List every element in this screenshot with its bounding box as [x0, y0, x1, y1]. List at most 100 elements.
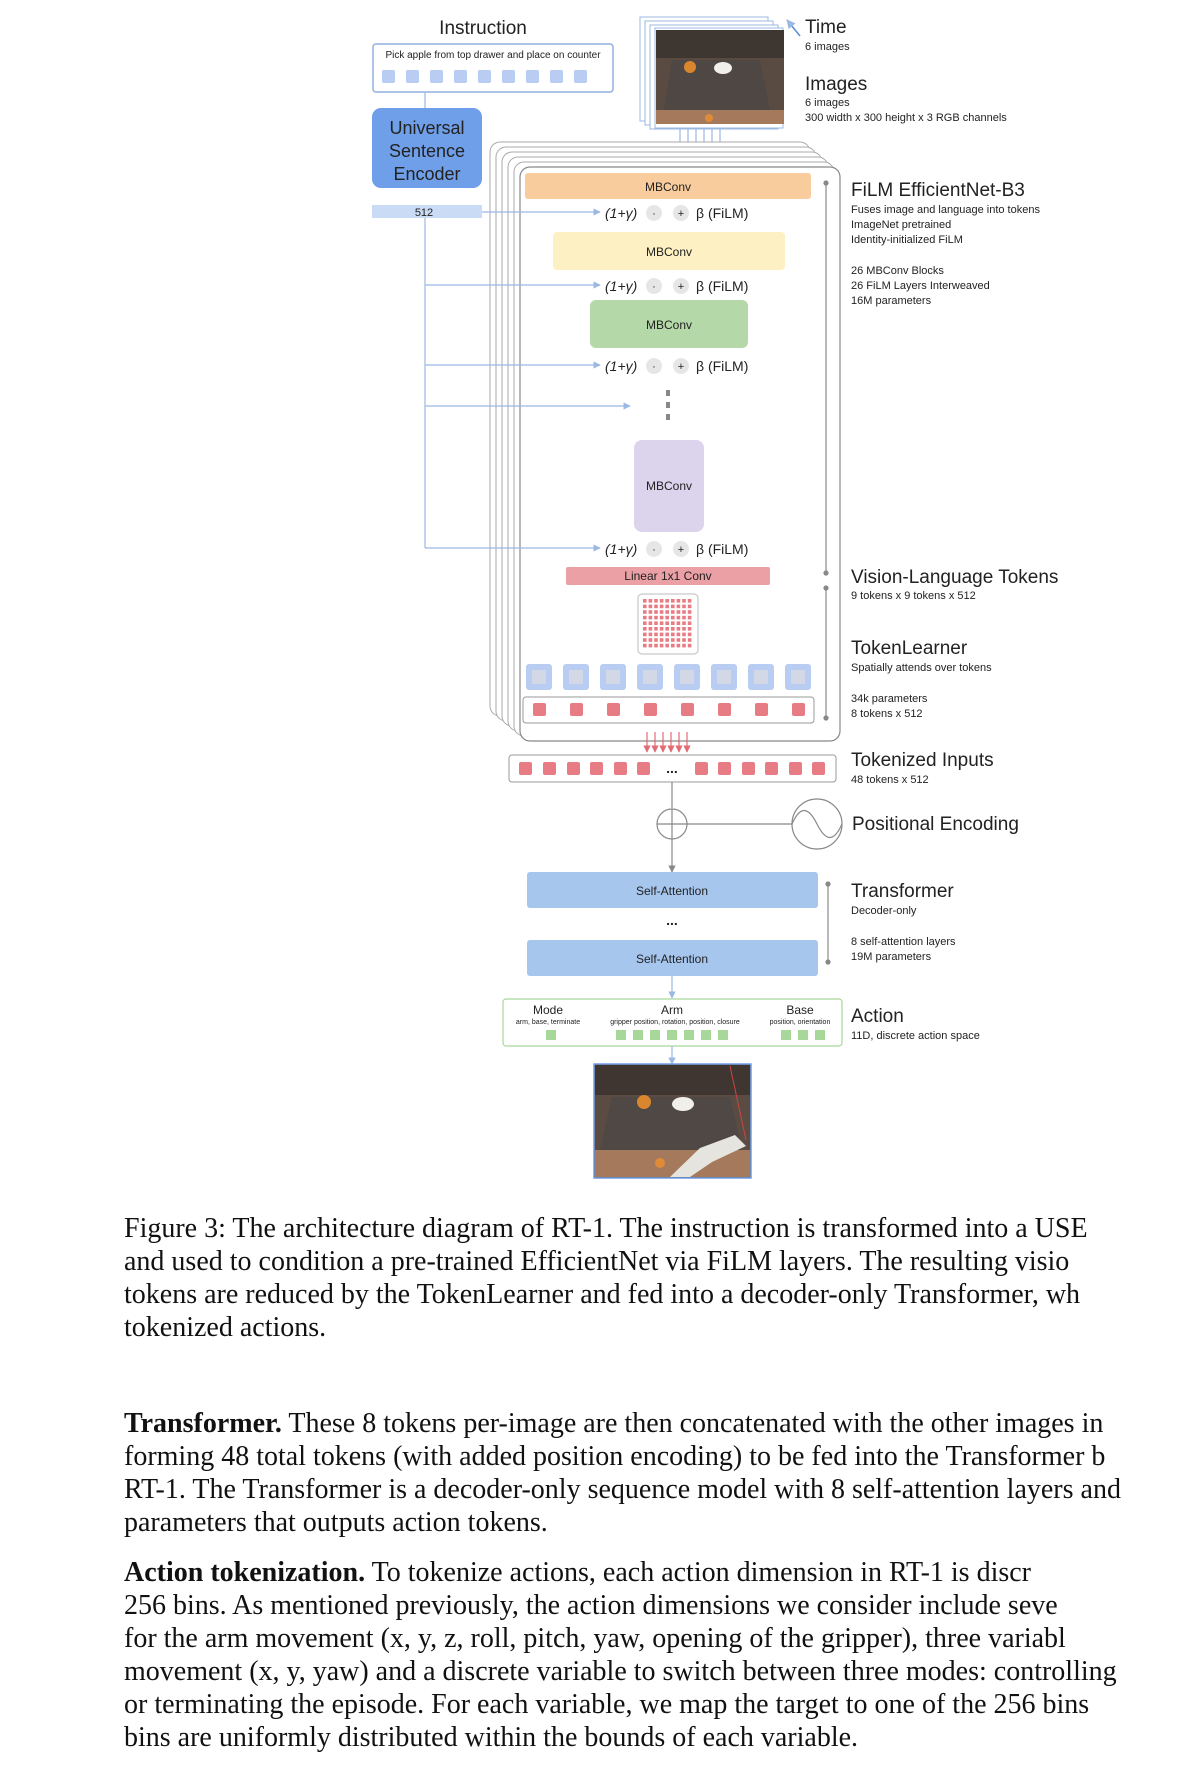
tokenized-inputs-ellipsis: ...	[666, 760, 678, 776]
svg-text:(1+γ): (1+γ)	[605, 358, 637, 374]
vl-token-cell	[682, 627, 686, 631]
vl-token-cell	[665, 599, 669, 603]
tokenlearner-line1: Spatially attends over tokens	[851, 662, 992, 674]
token-grid-dots	[643, 599, 692, 648]
vl-token-cell	[648, 638, 653, 642]
mbconv-block-3	[590, 300, 748, 348]
linear-1x1-conv	[566, 567, 770, 585]
vl-token-cell	[665, 615, 669, 620]
images-sub1: 6 images	[805, 97, 850, 109]
vl-token-cell	[676, 632, 681, 637]
vl-token-cell	[676, 599, 681, 603]
use-label-line2: Sentence	[389, 141, 465, 161]
use-embedding-bar	[372, 205, 482, 218]
vl-token-cell	[665, 638, 669, 642]
vl-token-cell	[648, 599, 653, 603]
vl-token-cell	[665, 621, 669, 625]
action-tokenization-paragraph: Action tokenization. To tokenize actions…	[124, 1556, 1178, 1754]
action-sub: 11D, discrete action space	[851, 1030, 980, 1042]
mbconv-block-1	[525, 173, 811, 199]
vl-token-cell	[643, 632, 647, 637]
positional-encoding-label: Positional Encoding	[852, 814, 1019, 835]
paragraph-heading: Action tokenization.	[124, 1557, 366, 1588]
vl-token-cell	[665, 643, 669, 648]
svg-text:+: +	[678, 544, 684, 556]
vl-token-cell	[654, 621, 658, 625]
transformer-line1: Decoder-only	[851, 905, 917, 917]
paragraph-text: forming 48 total tokens (with added posi…	[124, 1441, 1106, 1472]
vl-tokens-sub: 9 tokens x 9 tokens x 512	[851, 590, 976, 602]
tokenized-input-tokens	[519, 762, 825, 775]
mbconv-ellipsis	[666, 390, 670, 420]
vl-token-cell	[671, 643, 675, 648]
vl-token-cell	[654, 615, 658, 620]
svg-text:+: +	[678, 361, 684, 373]
paragraph-text: parameters that outputs action tokens.	[124, 1507, 548, 1538]
tokenlearner-line2: 34k parameters	[851, 693, 928, 705]
svg-text:·: ·	[652, 208, 656, 220]
rt1-architecture-diagram: Instruction Pick apple from top drawer a…	[372, 16, 1058, 1179]
vl-token-cell	[643, 621, 647, 625]
svg-text:β (FiLM): β (FiLM)	[696, 541, 748, 557]
use-label-line1: Universal	[389, 118, 464, 138]
paragraph-text: 256 bins. As mentioned previously, the a…	[124, 1590, 1058, 1621]
paragraph-text: movement (x, y, yaw) and a discrete vari…	[124, 1656, 1117, 1687]
vl-token-cell	[682, 599, 686, 603]
vl-token-cell	[643, 638, 647, 642]
instruction-token	[454, 70, 467, 83]
vl-token-cell	[643, 615, 647, 620]
vl-token-cell	[665, 604, 669, 609]
vl-token-cell	[659, 599, 664, 603]
film-effnet-line5: 26 FiLM Layers Interweaved	[851, 280, 990, 292]
instruction-token	[574, 70, 587, 83]
use-conditioning-lines	[424, 208, 631, 552]
vl-token-cell	[682, 615, 686, 620]
instruction-text: Pick apple from top drawer and place on …	[385, 50, 601, 61]
vl-token-cell	[687, 615, 692, 620]
paragraph-text: RT-1. The Transformer is a decoder-only …	[124, 1474, 1121, 1505]
tokenized-inputs-title: Tokenized Inputs	[851, 750, 994, 771]
film-effnet-line2: ImageNet pretrained	[851, 219, 951, 231]
svg-text:+: +	[678, 208, 684, 220]
vl-token-cell	[676, 638, 681, 642]
use-embedding-dim: 512	[415, 207, 433, 219]
input-images-stack	[639, 16, 784, 130]
vl-token-cell	[676, 643, 681, 648]
tokenlearner-line3: 8 tokens x 512	[851, 708, 923, 720]
instruction-token	[502, 70, 515, 83]
transformer-title: Transformer	[851, 881, 954, 902]
vl-token-cell	[659, 615, 664, 620]
figure-caption: Figure 3: The architecture diagram of RT…	[124, 1212, 1178, 1344]
vl-token-cell	[643, 627, 647, 631]
mbconv-label-4: MBConv	[646, 479, 692, 493]
tokenized-inputs-sub: 48 tokens x 512	[851, 774, 929, 786]
vl-token-cell	[687, 627, 692, 631]
vl-token-cell	[687, 604, 692, 609]
vl-token-cell	[654, 599, 658, 603]
vl-token-cell	[687, 632, 692, 637]
vl-token-cell	[659, 632, 664, 637]
vl-token-cell	[654, 604, 658, 609]
robot-output-image	[593, 1063, 752, 1179]
vl-token-cell	[659, 621, 664, 625]
vl-token-cell	[659, 627, 664, 631]
vl-token-cell	[648, 610, 653, 614]
paragraph-text: To tokenize actions, each action dimensi…	[365, 1557, 1031, 1588]
film-effnet-title: FiLM EfficientNet-B3	[851, 180, 1025, 201]
instruction-token	[406, 70, 419, 83]
mbconv-block-2	[553, 232, 785, 270]
vl-token-cell	[682, 621, 686, 625]
vl-token-cell	[682, 638, 686, 642]
caption-line: Figure 3: The architecture diagram of RT…	[124, 1213, 1088, 1244]
vl-token-cell	[676, 627, 681, 631]
vl-token-cell	[676, 615, 681, 620]
instruction-token	[478, 70, 491, 83]
robot-camera-image	[656, 30, 784, 124]
use-label-line3: Encoder	[393, 164, 460, 184]
sine-wave-icon	[791, 798, 843, 850]
vl-token-cell	[682, 604, 686, 609]
film-effnet-line3: Identity-initialized FiLM	[851, 234, 963, 246]
time-sub: 6 images	[805, 41, 850, 53]
vl-token-cell	[676, 621, 681, 625]
self-attention-ellipsis: ...	[666, 912, 678, 928]
